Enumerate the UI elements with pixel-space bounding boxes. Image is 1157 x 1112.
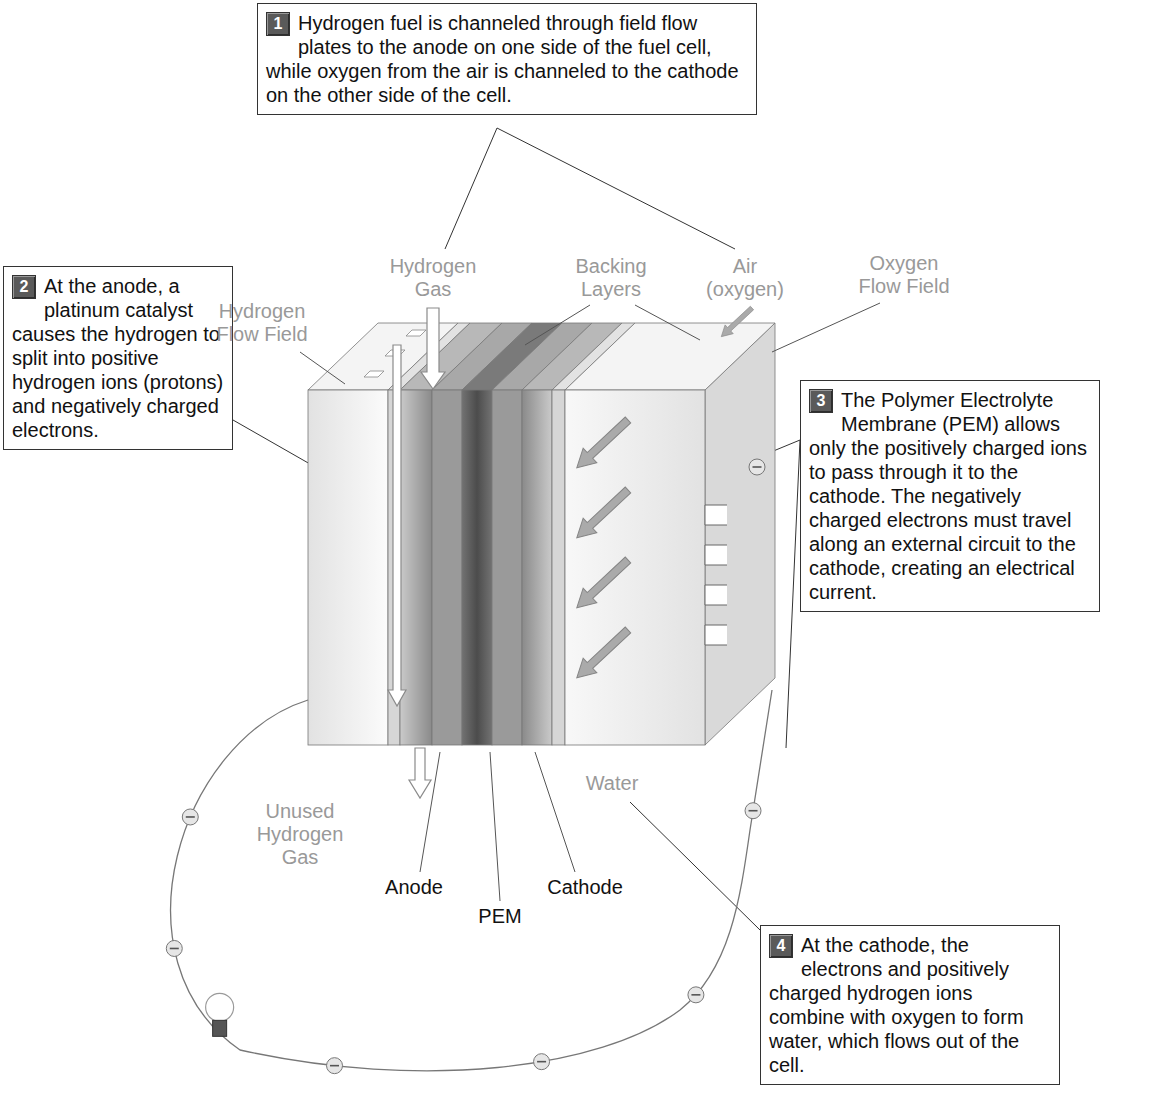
callout-number: 1	[266, 12, 290, 36]
electron-symbol	[166, 940, 182, 956]
electron-symbol	[688, 987, 704, 1003]
part-label: Cathode	[540, 876, 630, 899]
callout-text: Hydrogen fuel is channeled through field…	[266, 11, 748, 107]
label-leaders	[300, 303, 880, 901]
air-flow-arrow	[570, 553, 635, 615]
bulb-base	[213, 1020, 227, 1036]
electron-minus	[170, 948, 179, 950]
part-label: Hydrogen Gas	[385, 255, 481, 301]
leader-line	[445, 128, 497, 249]
callout-box: 4At the cathode, the electrons and posit…	[760, 925, 1060, 1085]
cathode-layer	[522, 390, 552, 745]
cell-top-face	[308, 323, 775, 390]
electron-circle	[182, 809, 198, 825]
part-label: Oxygen Flow Field	[855, 252, 953, 298]
electron-symbol	[534, 1054, 550, 1070]
electron-symbol	[745, 803, 761, 819]
channel-notch	[705, 505, 727, 525]
callout-box: 1Hydrogen fuel is channeled through fiel…	[257, 3, 757, 115]
hydrogen-arrows	[388, 308, 445, 798]
callout-number: 4	[769, 934, 793, 958]
part-label: Backing Layers	[560, 255, 662, 301]
channel-notch	[705, 625, 727, 645]
part-label: Water	[577, 772, 647, 795]
leader-lines	[233, 128, 800, 930]
hydrogen-flow-arrow	[388, 345, 406, 706]
part-label: Anode	[374, 876, 454, 899]
channel-slot	[364, 371, 384, 377]
circuit-wire	[171, 690, 772, 1071]
part-label: PEM	[465, 905, 535, 928]
leader-line	[525, 305, 590, 345]
callout-box: 2At the anode, a platinum catalyst cause…	[3, 266, 233, 450]
air-arrows	[570, 304, 756, 685]
electron-minus	[330, 1065, 339, 1067]
cell-side-face	[705, 323, 775, 745]
callout-number: 3	[809, 389, 833, 413]
electron-symbol	[327, 1058, 343, 1074]
electron-symbol	[182, 809, 198, 825]
leader-line	[772, 303, 880, 352]
air-flow-arrow	[570, 623, 635, 685]
hydrogen-flow-plate	[308, 390, 388, 745]
callout-text: At the anode, a platinum catalyst causes…	[12, 274, 224, 442]
leader-line	[300, 352, 345, 384]
backing-layer	[552, 390, 565, 745]
electron-circle	[166, 940, 182, 956]
electron-minus	[753, 466, 762, 468]
leader-line	[786, 440, 800, 748]
leader-line	[497, 128, 735, 249]
electron-circle	[749, 459, 765, 475]
part-label: Hydrogen Flow Field	[212, 300, 312, 346]
plate-top	[565, 323, 775, 390]
leader-line	[635, 305, 700, 340]
part-label: Unused Hydrogen Gas	[254, 800, 346, 869]
electron-minus	[691, 994, 700, 996]
callout-text: The Polymer Electrolyte Membrane (PEM) a…	[809, 388, 1091, 604]
callout-box: 3The Polymer Electrolyte Membrane (PEM) …	[800, 380, 1100, 612]
electron-symbol	[749, 459, 765, 475]
oxygen-flow-plate	[565, 390, 705, 745]
channel-notch	[705, 545, 727, 565]
leader-line	[535, 752, 575, 872]
pem-layer	[462, 390, 492, 745]
hydrogen-in-arrow	[421, 308, 445, 389]
anode-layer	[432, 390, 462, 745]
channel-slot	[406, 330, 426, 336]
circuit-symbols	[166, 803, 761, 1074]
air-in-arrow	[717, 304, 756, 341]
light-bulb	[206, 993, 234, 1036]
air-flow-arrow	[570, 413, 635, 475]
leader-line	[630, 802, 760, 930]
electron-circle	[745, 803, 761, 819]
cathode-layer	[492, 390, 522, 745]
channel-notch	[705, 585, 727, 605]
electron-minus	[537, 1061, 546, 1063]
electron-minus	[186, 816, 195, 818]
oxygen-channels	[705, 505, 727, 645]
cell-front-face	[308, 390, 705, 745]
electron-circle	[327, 1058, 343, 1074]
leader-line	[420, 752, 440, 872]
callout-text: At the cathode, the electrons and positi…	[769, 933, 1051, 1077]
part-label: Air (oxygen)	[702, 255, 788, 301]
bulb-glass	[206, 993, 234, 1021]
air-flow-arrow	[570, 483, 635, 545]
callout-number: 2	[12, 275, 36, 299]
electron-circle	[534, 1054, 550, 1070]
leader-line	[490, 752, 500, 901]
electron-minus	[749, 810, 758, 812]
electron-circle	[688, 987, 704, 1003]
hydrogen-out-arrow	[409, 748, 431, 798]
